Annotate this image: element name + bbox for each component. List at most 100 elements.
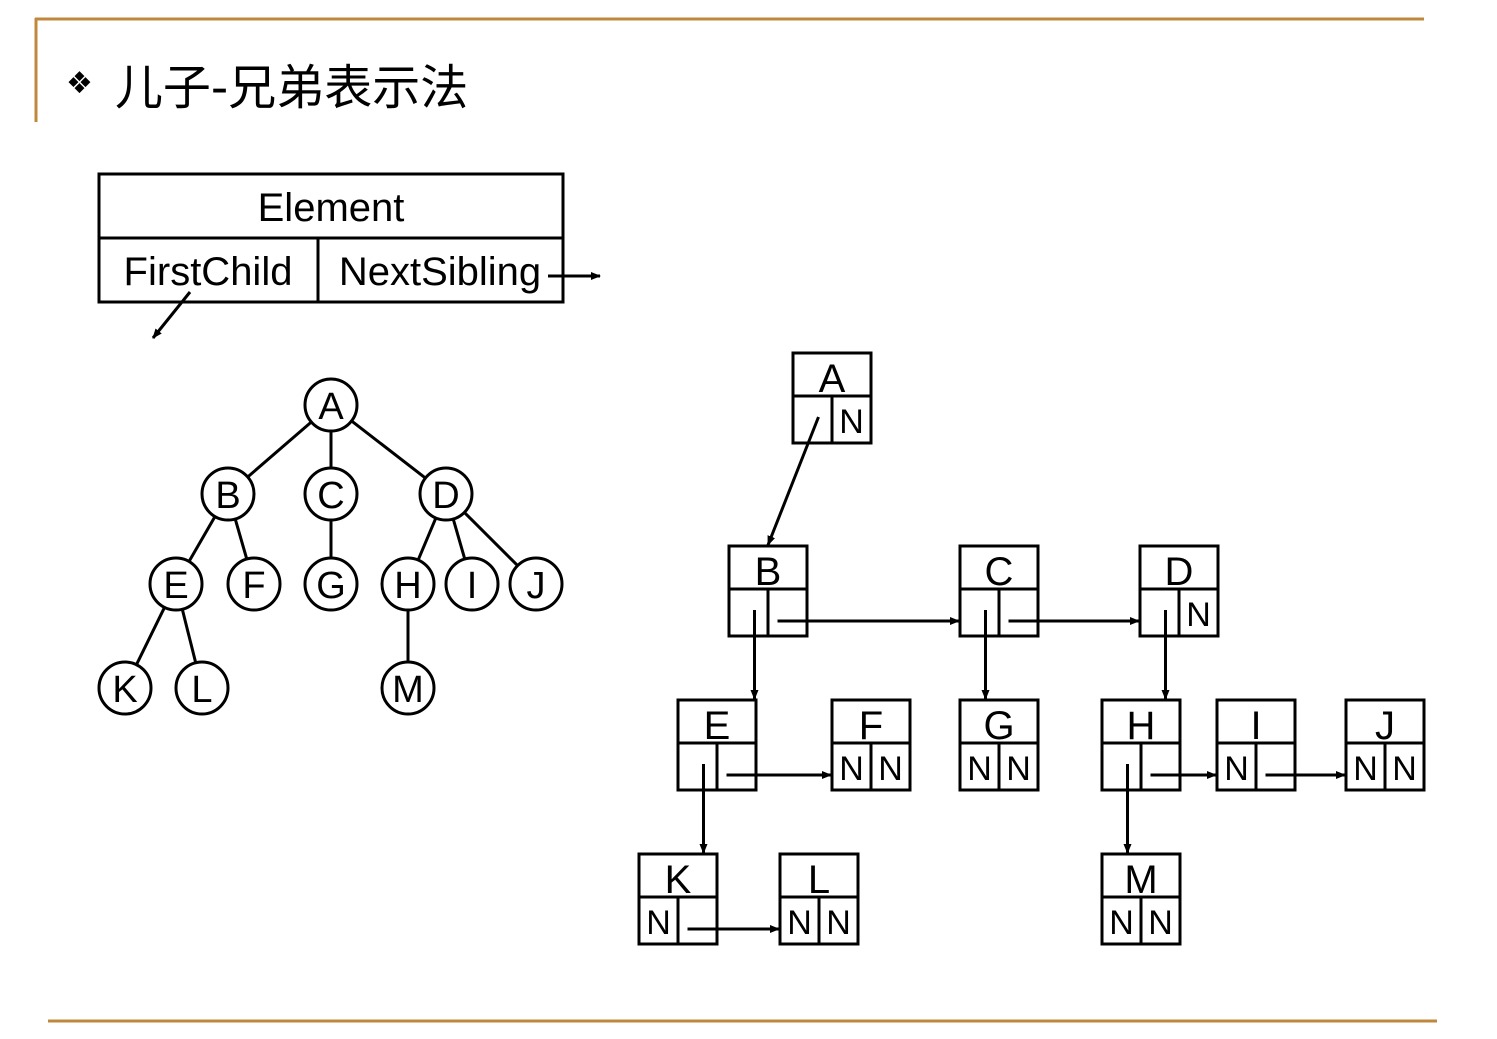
tree-node-label: M: [392, 669, 424, 711]
tree-node-label: B: [215, 475, 240, 517]
nextsibling-null-marker: N: [1392, 750, 1417, 788]
tree-edge-E-L: [180, 608, 198, 664]
nextsibling-null-marker: N: [878, 750, 903, 788]
tree-edge-D-I: [451, 518, 467, 560]
firstchild-null-marker: N: [787, 904, 812, 942]
tree-node-G: G: [303, 556, 359, 612]
slide-title: 儿子-兄弟表示法: [114, 60, 469, 116]
tree-node-F: F: [226, 556, 282, 612]
nextsibling-null-marker: N: [1186, 596, 1211, 634]
linked-node-label: J: [1375, 704, 1395, 748]
tree-node-label: E: [163, 565, 188, 607]
tree-node-circle: [380, 660, 436, 716]
tree-node-J: J: [508, 556, 564, 612]
tree-node-B: B: [200, 466, 256, 522]
tree-edge-E-K: [135, 606, 166, 666]
linked-node-label: H: [1127, 704, 1156, 748]
diamond-bullet-icon: ❖: [66, 65, 93, 101]
linked-node-label: K: [665, 858, 692, 902]
nextsibling-null-marker: N: [1006, 750, 1031, 788]
tree-node-circle: [303, 377, 359, 433]
linked-node-D: DN: [1138, 544, 1220, 638]
linked-node-label: G: [983, 704, 1014, 748]
tree-node-circle: [444, 556, 500, 612]
tree-node-circle: [418, 466, 474, 522]
tree-node-circle: [303, 466, 359, 522]
linked-node-label: A: [819, 357, 846, 401]
tree-node-label: A: [318, 386, 344, 428]
tree-node-circle: [174, 660, 230, 716]
tree-node-E: E: [148, 556, 204, 612]
linked-node-B: B: [727, 544, 809, 638]
linked-node-label: B: [755, 550, 782, 594]
tree-node-circle: [200, 466, 256, 522]
tree-node-label: G: [316, 565, 346, 607]
tree-node-I: I: [444, 556, 500, 612]
tree-node-label: D: [432, 475, 459, 517]
tree-node-A: A: [303, 377, 359, 433]
tree-node-circle: [508, 556, 564, 612]
tree-node-circle: [97, 660, 153, 716]
tree-edges: [135, 419, 519, 666]
linked-node-label: M: [1124, 858, 1157, 902]
tree-node-circle: [148, 556, 204, 612]
tree-edge-A-B: [246, 420, 313, 479]
template-firstchild-arrow: [151, 291, 192, 339]
linked-node-label: L: [808, 858, 830, 902]
template-element-label: Element: [258, 186, 405, 230]
template-firstchild-label: FirstChild: [124, 250, 293, 294]
tree-node-circle: [226, 556, 282, 612]
firstchild-null-marker: N: [967, 750, 992, 788]
tree-node-label: J: [527, 565, 546, 607]
tree-node-circle: [303, 556, 359, 612]
tree-node-C: C: [303, 466, 359, 522]
linked-arrows: [687, 416, 1346, 933]
tree-node-label: F: [242, 565, 265, 607]
firstchild-null-marker: N: [1109, 904, 1134, 942]
nextsibling-null-marker: N: [839, 403, 864, 441]
title-row: ❖ 儿子-兄弟表示法: [66, 48, 468, 118]
tree-node-L: L: [174, 660, 230, 716]
linked-node-A: AN: [791, 351, 873, 445]
tree-node-label: H: [394, 565, 421, 607]
firstchild-arrow-A-B: [766, 416, 820, 546]
linked-node-label: D: [1165, 550, 1194, 594]
linked-node-label: I: [1250, 704, 1261, 748]
tree-node-M: M: [380, 660, 436, 716]
tree-node-label: L: [191, 669, 212, 711]
linked-node-label: E: [704, 704, 731, 748]
nextsibling-null-marker: N: [826, 904, 851, 942]
tree-node-H: H: [380, 556, 436, 612]
linked-node-label: C: [985, 550, 1014, 594]
tree-nodes: A B C D E F G H I J K L M: [97, 377, 564, 716]
firstchild-null-marker: N: [1353, 750, 1378, 788]
tree-edge-B-F: [233, 518, 249, 560]
tree-node-circle: [380, 556, 436, 612]
tree-node-label: K: [112, 669, 137, 711]
template-nextsibling-label: NextSibling: [339, 250, 541, 294]
tree-edge-B-E: [187, 515, 217, 563]
tree-node-label: C: [317, 475, 344, 517]
linked-node-C: C: [958, 544, 1040, 638]
tree-edge-D-J: [463, 511, 519, 567]
tree-edge-A-D: [350, 419, 427, 480]
tree-node-K: K: [97, 660, 153, 716]
firstchild-null-marker: N: [839, 750, 864, 788]
node-template: Element FirstChild NextSibling: [97, 172, 601, 339]
firstchild-null-marker: N: [1224, 750, 1249, 788]
linked-node-label: F: [859, 704, 883, 748]
nextsibling-null-marker: N: [1148, 904, 1173, 942]
tree-edge-D-H: [416, 517, 438, 561]
tree-node-label: I: [467, 565, 478, 607]
firstchild-null-marker: N: [646, 904, 671, 942]
tree-node-D: D: [418, 466, 474, 522]
